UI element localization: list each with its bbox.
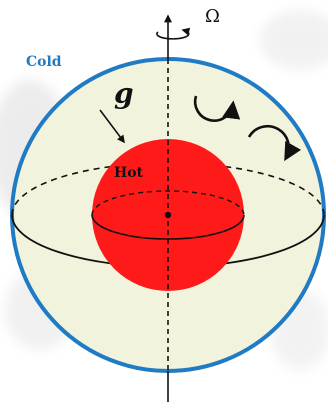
omega-label: Ω [205, 6, 220, 27]
cold-label: Cold [26, 54, 62, 70]
rotation-arrow-icon [157, 30, 189, 39]
center-point [165, 212, 171, 218]
gravity-label: g [114, 77, 134, 110]
hot-label: Hot [114, 165, 144, 181]
